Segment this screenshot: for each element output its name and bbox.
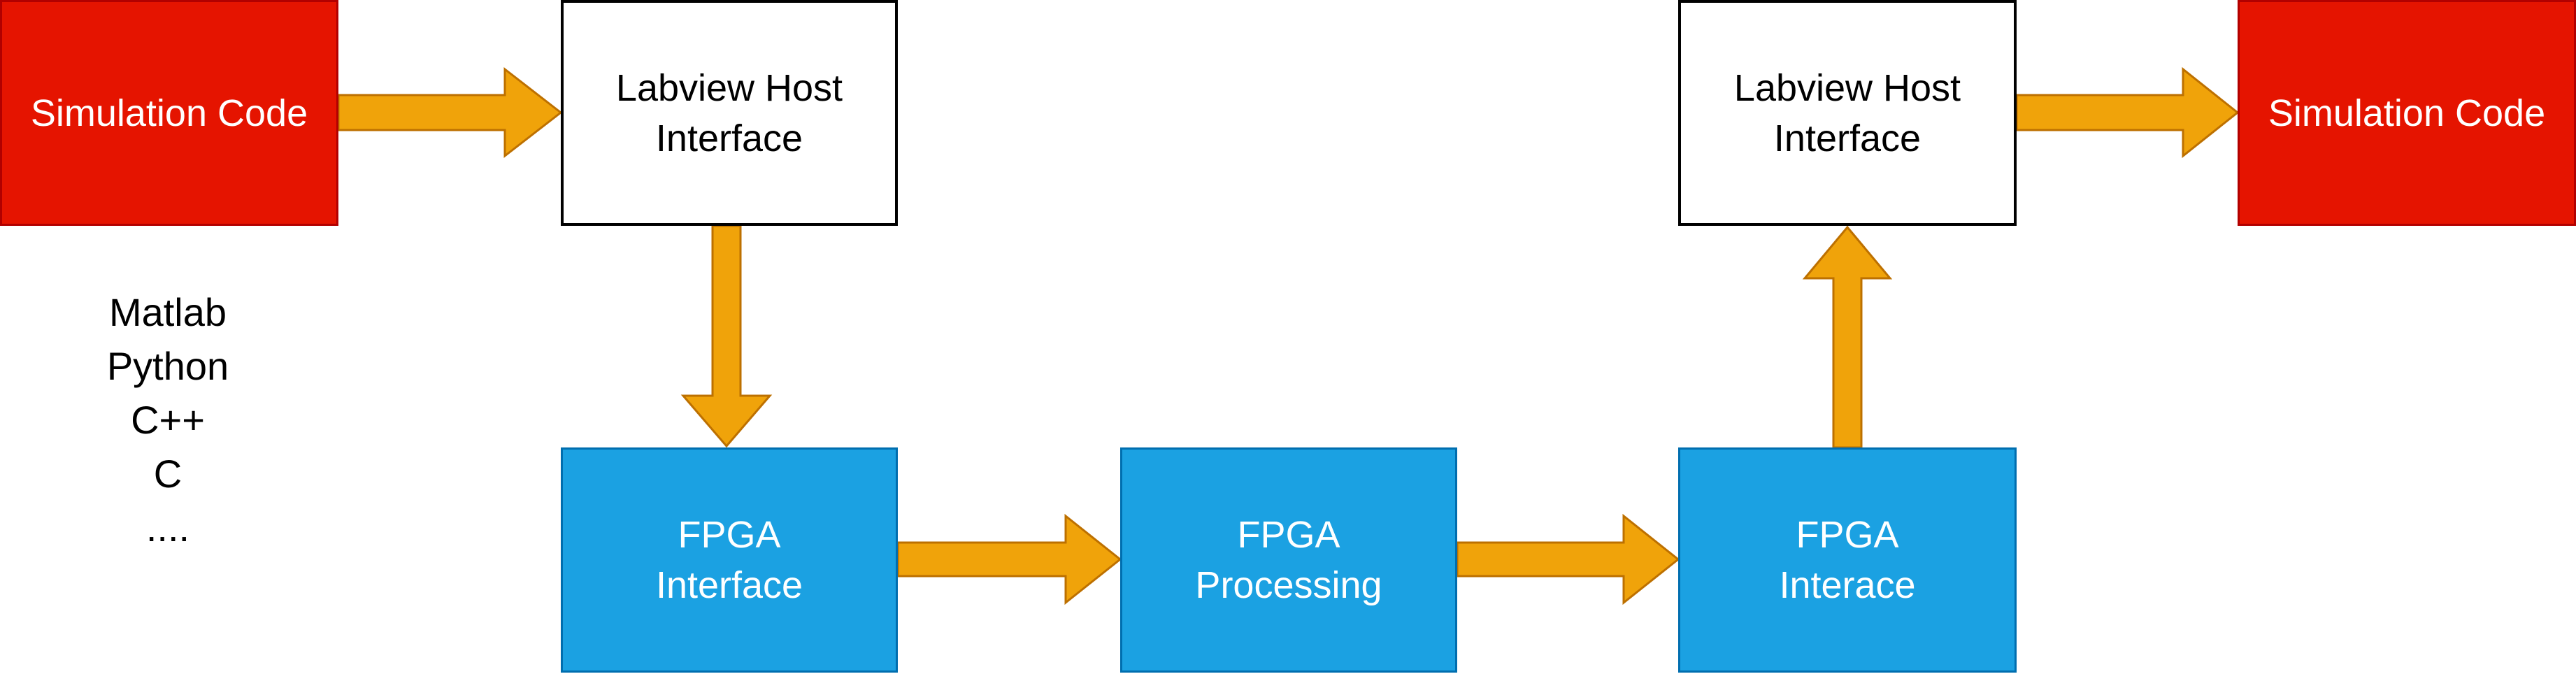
node-simulation-code-right: Simulation Code xyxy=(2238,0,2576,226)
language-item: .... xyxy=(145,505,190,550)
node-simulation-code-left: Simulation Code xyxy=(0,0,338,226)
node-fpga-interace: FPGA Interace xyxy=(1678,447,2017,673)
node-label-line-1: FPGA xyxy=(1796,514,1899,556)
node-label-line-1: Labview Host xyxy=(1733,66,1961,109)
node-label-line-1: Labview Host xyxy=(615,66,843,109)
language-item: C xyxy=(153,452,183,496)
node-label-line-2: Interface xyxy=(655,117,803,159)
node-label: Simulation Code xyxy=(2268,92,2546,134)
node-label-line-2: Interface xyxy=(1773,117,1922,159)
node-label: Simulation Code xyxy=(30,92,308,134)
node-fpga-processing: FPGA Processing xyxy=(1120,447,1457,673)
arrow-host-to-fpga-interface xyxy=(680,224,773,448)
arrow-simulation-to-host xyxy=(337,66,563,159)
node-label-line-2: Interace xyxy=(1779,564,1916,606)
node-labview-host-interface-right: Labview Host Interface xyxy=(1678,0,2017,226)
node-fpga-interface: FPGA Interface xyxy=(561,447,898,673)
language-item: Matlab xyxy=(108,290,227,334)
node-labview-host-interface-left: Labview Host Interface xyxy=(561,0,898,226)
arrow-fpga-processing-to-interace xyxy=(1456,513,1680,605)
language-item: C++ xyxy=(131,398,205,442)
node-label-line-1: FPGA xyxy=(678,514,781,556)
node-label-line-2: Interface xyxy=(655,564,803,606)
node-label-line-1: FPGA xyxy=(1237,514,1340,556)
language-item: Python xyxy=(106,344,229,388)
arrow-fpga-interace-to-host xyxy=(1802,225,1893,449)
arrow-host-to-simulation xyxy=(2015,66,2240,159)
language-list: Matlab Python C++ C .... xyxy=(63,285,273,554)
arrow-fpga-interface-to-processing xyxy=(896,513,1122,605)
node-label-line-2: Processing xyxy=(1195,564,1382,606)
